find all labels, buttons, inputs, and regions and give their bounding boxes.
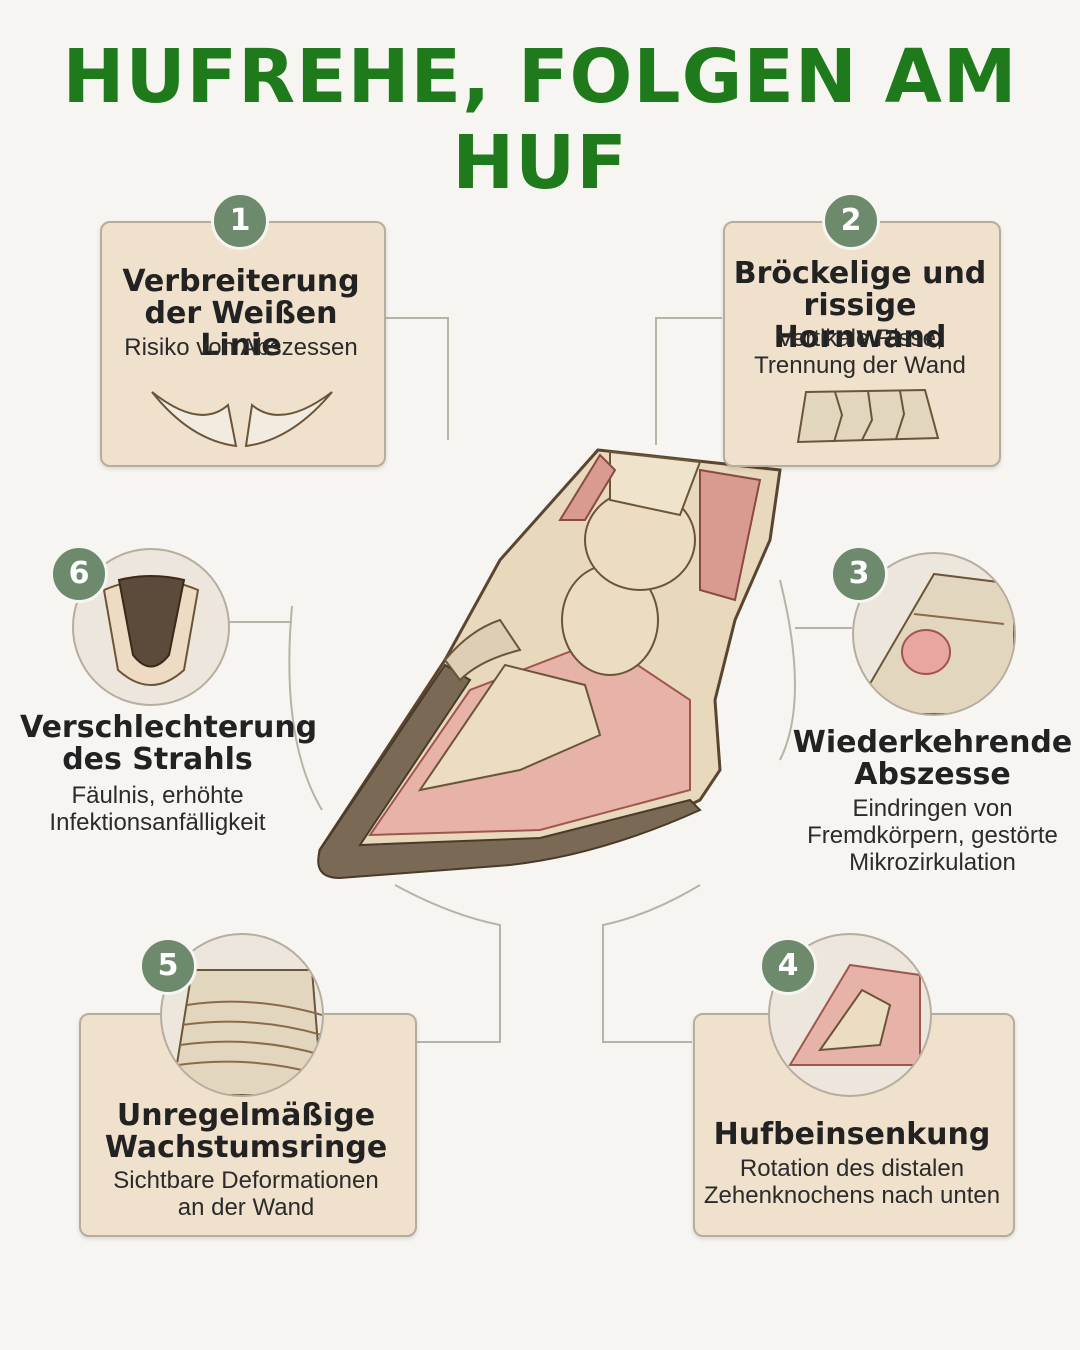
number-badge-5: 5	[139, 937, 197, 995]
box-5-heading-line1: Unregelmäßige	[116, 1098, 376, 1133]
box-4-subtext-line2: Zehenknochens nach unten	[703, 1182, 1001, 1209]
number-badge-6: 6	[50, 545, 108, 603]
abscess-sketch	[852, 552, 1016, 716]
box-5-subtext-line2: an der Wand	[177, 1194, 315, 1221]
box-1-subtext-line1: Risiko von Abszessen	[124, 334, 358, 361]
box-2-subtext-line2: Trennung der Wand	[754, 352, 966, 379]
box-3-heading-line2: Abszesse	[854, 757, 1011, 792]
box-5-heading-line2: Wachstumsringe	[104, 1130, 388, 1165]
number-badge-3: 3	[830, 545, 888, 603]
number-badge-1: 1	[211, 192, 269, 250]
box-3-subtext-line1: Eindringen von	[852, 795, 1013, 822]
number-badge-2: 2	[822, 192, 880, 250]
info-box-1	[100, 221, 386, 467]
box-1-heading-line1: Verbreiterung	[122, 264, 360, 299]
box-1-heading-line2: der Weißen Linie	[144, 296, 338, 363]
box-2-subtext-line1: Vertikale Risse,	[777, 325, 943, 352]
box-4-subtext-line1: Rotation des distalen	[739, 1155, 965, 1182]
page-title: HUFREHE, FOLGEN AM HUF	[62, 34, 1018, 206]
box-6-subtext-line2: Infektionsanfälligkeit	[49, 809, 266, 836]
box-2-heading-line1: Bröckelige und	[733, 256, 987, 291]
box-2-heading-line2: rissige Hornwand	[773, 288, 947, 355]
box-3-heading-line1: Wiederkehrende	[792, 725, 1073, 760]
box-6-heading-line2: des Strahls	[62, 742, 253, 777]
frog-deterioration-sketch	[72, 548, 230, 706]
box-5-subtext-line1: Sichtbare Deformationen	[113, 1167, 379, 1194]
box-3-subtext-line2: Fremdkörpern, gestörte	[807, 822, 1058, 849]
box-3-subtext-line3: Mikrozirkulation	[849, 849, 1016, 876]
box-6-heading-line1: Verschlechterung	[20, 710, 318, 745]
number-badge-4: 4	[759, 937, 817, 995]
box-4-heading-line1: Hufbeinsenkung	[713, 1117, 991, 1152]
box-6-subtext-line1: Fäulnis, erhöhte	[71, 782, 244, 809]
